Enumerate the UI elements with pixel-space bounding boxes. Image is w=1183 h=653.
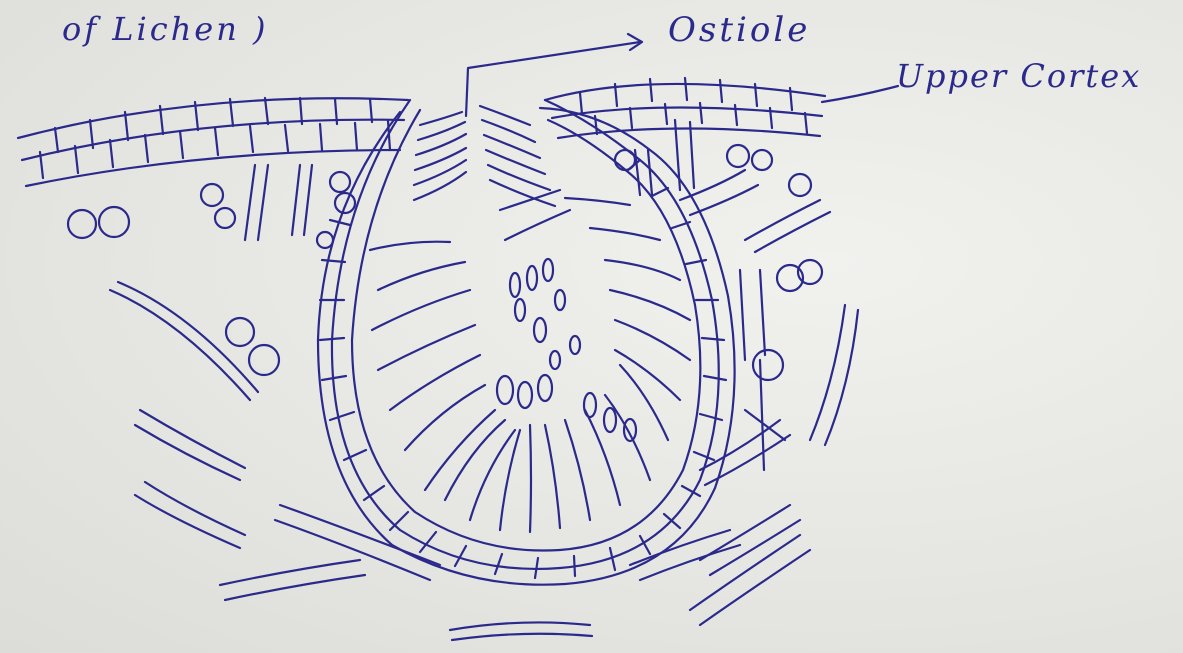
ostiole-label: Ostiole <box>668 10 810 50</box>
upper-cortex-leader-line <box>822 86 898 102</box>
algal-cells <box>68 145 822 380</box>
ostiole-filaments <box>414 106 555 206</box>
upper-cortex-left <box>18 98 408 186</box>
upper-cortex-label: Upper Cortex <box>896 57 1141 95</box>
exciple-wall <box>318 100 735 585</box>
hymenium <box>370 190 690 532</box>
upper-cortex-right <box>545 78 825 138</box>
heading-fragment: of Lichen ) <box>62 10 269 48</box>
